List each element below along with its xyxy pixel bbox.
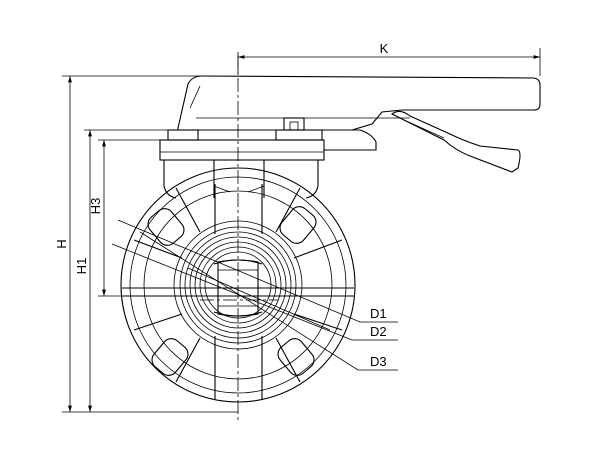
label-d1: D1 [370, 306, 387, 321]
bolt-slot-top-left [147, 208, 185, 246]
label-h1: H1 [74, 258, 89, 275]
bolt-slot-bottom-right [277, 338, 315, 376]
bolt-slot-top-right [279, 206, 317, 244]
center-lines [200, 55, 278, 420]
dimension-h3: H3 [88, 139, 200, 297]
label-h: H [54, 239, 69, 248]
valve-neck [163, 160, 319, 199]
top-plate [159, 117, 377, 161]
label-h3: H3 [88, 198, 103, 215]
dimension-k: K [237, 41, 541, 76]
lever-handle [177, 75, 541, 173]
lever-grip [390, 110, 521, 173]
bolt-slot-bottom-left [151, 338, 189, 376]
bolt-slots [147, 206, 317, 376]
diameter-leaders [111, 219, 398, 371]
dimension-h1: H1 [74, 129, 178, 412]
label-d2: D2 [370, 324, 387, 339]
label-k: K [380, 41, 389, 56]
dimension-h: H [54, 75, 238, 413]
label-d3: D3 [370, 354, 387, 369]
